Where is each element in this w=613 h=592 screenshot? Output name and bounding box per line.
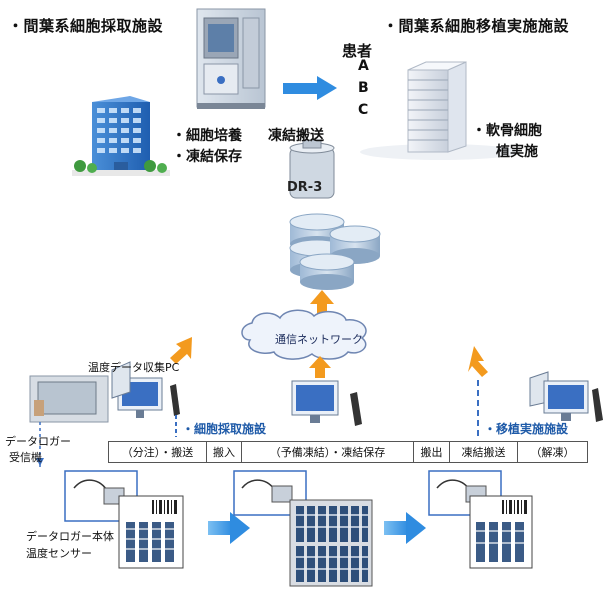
process-step-dispense: （分注）・搬送 (109, 442, 207, 462)
process-step-frozen-transport: 凍結搬送 (450, 442, 518, 462)
process-step-carry-in: 搬入 (207, 442, 242, 462)
logger-body-label-2: 温度センサー (26, 547, 92, 560)
left-pc-arrow-icon (170, 337, 192, 364)
transplant-label: ・移植実施施設 (484, 422, 569, 436)
cartilage-label-1: ・軟骨細胞 (472, 123, 542, 139)
process-step-carry-out: 搬出 (414, 442, 450, 462)
center-pc-icon (291, 380, 362, 426)
database-icon (289, 213, 381, 290)
transport-arrow-icon (283, 76, 337, 100)
network-cloud-icon (241, 309, 367, 360)
bottom-arrow-2-icon (384, 512, 426, 544)
patient-b: B (358, 80, 369, 96)
dewar-label: DR-3 (287, 180, 323, 195)
left-facility-title: ・間葉系細胞採取施設 (8, 17, 164, 35)
culture-machine-icon (196, 8, 266, 109)
collection-building-icon (72, 96, 170, 176)
center-logger-box-icon (233, 470, 307, 516)
freeze-transport-label: 凍結搬送 (268, 128, 324, 144)
patient-c: C (358, 102, 369, 118)
freeze-storage-label: ・凍結保存 (172, 149, 242, 165)
center-pc-arrow-icon (309, 356, 331, 378)
right-pc-arrow-icon (468, 346, 488, 377)
right-pc-icon (529, 371, 603, 422)
temp-pc-label: 温度データ収集PC (88, 361, 180, 374)
process-step-thaw: （解凍） (530, 446, 575, 459)
right-sample-rack-icon (469, 495, 533, 569)
cell-collection-label: ・細胞採取施設 (182, 422, 267, 436)
process-step-freeze-storage: （予備凍結）・凍結保存 (242, 442, 414, 462)
bottom-arrow-1-icon (208, 512, 250, 544)
transplant-building-icon (360, 61, 520, 160)
dewar-icon (289, 139, 335, 199)
network-label: 通信ネットワーク (275, 333, 363, 346)
freezer-rack-icon (289, 499, 373, 587)
logger-receiver-label-2: 受信機 (9, 451, 42, 464)
network-up-arrow-icon (310, 290, 334, 318)
logger-receiver-label-1: データロガー (5, 435, 71, 448)
process-bar: （分注）・搬送 搬入 （予備凍結）・凍結保存 搬出 凍結搬送 （解凍） (108, 441, 588, 463)
cartilage-label-2: 植実施 (496, 144, 538, 160)
receiver-dashed-arrowhead-icon (36, 458, 44, 466)
receiver-display-icon (29, 375, 109, 423)
culture-label: ・細胞培養 (172, 128, 242, 144)
left-pc-icon (111, 361, 180, 418)
patients-label: 患者 (342, 42, 373, 60)
logger-body-label-1: データロガー本体 (26, 530, 114, 543)
patient-a: A (358, 58, 369, 74)
right-facility-title: ・間葉系細胞移植実施施設 (383, 17, 570, 35)
left-sample-rack-icon (118, 495, 184, 569)
